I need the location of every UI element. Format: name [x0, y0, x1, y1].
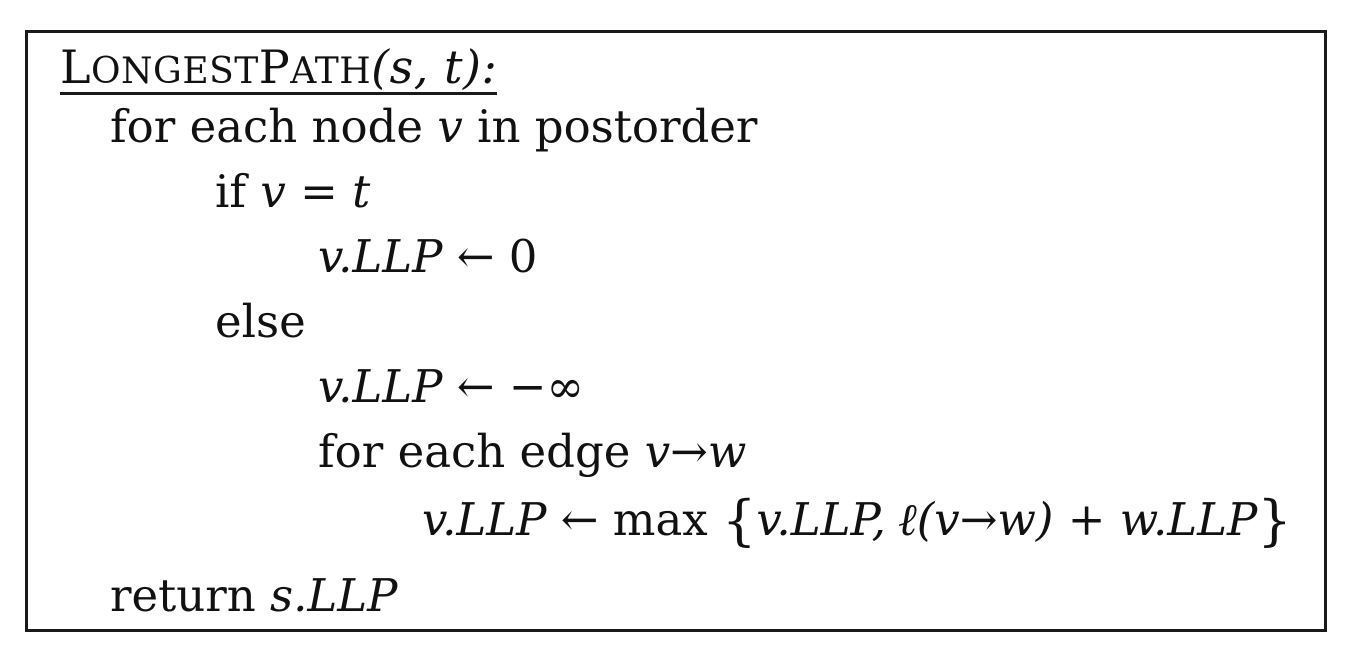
title-initial-l: L: [60, 40, 92, 94]
rhs: −∞: [508, 360, 584, 413]
title-params: (s, t):: [371, 40, 498, 94]
assign-arrow: ←: [456, 360, 495, 413]
max-function: max: [612, 493, 708, 546]
keyword: in postorder: [477, 100, 758, 153]
keyword: return: [110, 569, 256, 622]
title-initial-p: P: [258, 40, 291, 94]
lhs: v.LLP: [318, 230, 443, 283]
keyword: for each edge: [318, 425, 631, 478]
line-for-each-node: for each node v in postorder: [110, 104, 757, 149]
keyword: for each node: [110, 100, 424, 153]
open-brace: {: [721, 489, 757, 552]
rhs: 0: [508, 230, 538, 283]
lhs: v.LLP: [422, 493, 547, 546]
line-if: if v = t: [215, 169, 370, 214]
line-else: else: [215, 299, 306, 344]
variable: v: [437, 100, 463, 153]
line-for-each-edge: for each edge v→w: [318, 429, 746, 474]
keyword: if: [215, 165, 247, 218]
assign-arrow: ←: [560, 493, 599, 546]
title-smallcaps-ath: ATH: [290, 51, 372, 92]
title-smallcaps-ongest: ONGEST: [91, 51, 259, 92]
edge-expr: v→w: [644, 425, 747, 478]
line-assign-zero: v.LLP ← 0: [318, 234, 537, 279]
max-arg-2: ℓ(v→w) + w.LLP: [897, 493, 1258, 546]
algorithm-title: LONGESTPATH(s, t):: [60, 44, 498, 95]
assign-arrow: ←: [456, 230, 495, 283]
lhs: v.LLP: [318, 360, 443, 413]
keyword: else: [215, 295, 306, 348]
line-assign-neg-infinity: v.LLP ← −∞: [318, 364, 584, 409]
max-arg-1: v.LLP,: [756, 493, 886, 546]
line-relax-edge: v.LLP ← max {v.LLP,ℓ(v→w) + w.LLP}: [422, 494, 1292, 548]
return-value: s.LLP: [270, 569, 398, 622]
line-return: return s.LLP: [110, 573, 397, 618]
condition: v = t: [260, 165, 371, 218]
close-brace: }: [1257, 489, 1292, 552]
algorithm-box: [25, 30, 1327, 632]
